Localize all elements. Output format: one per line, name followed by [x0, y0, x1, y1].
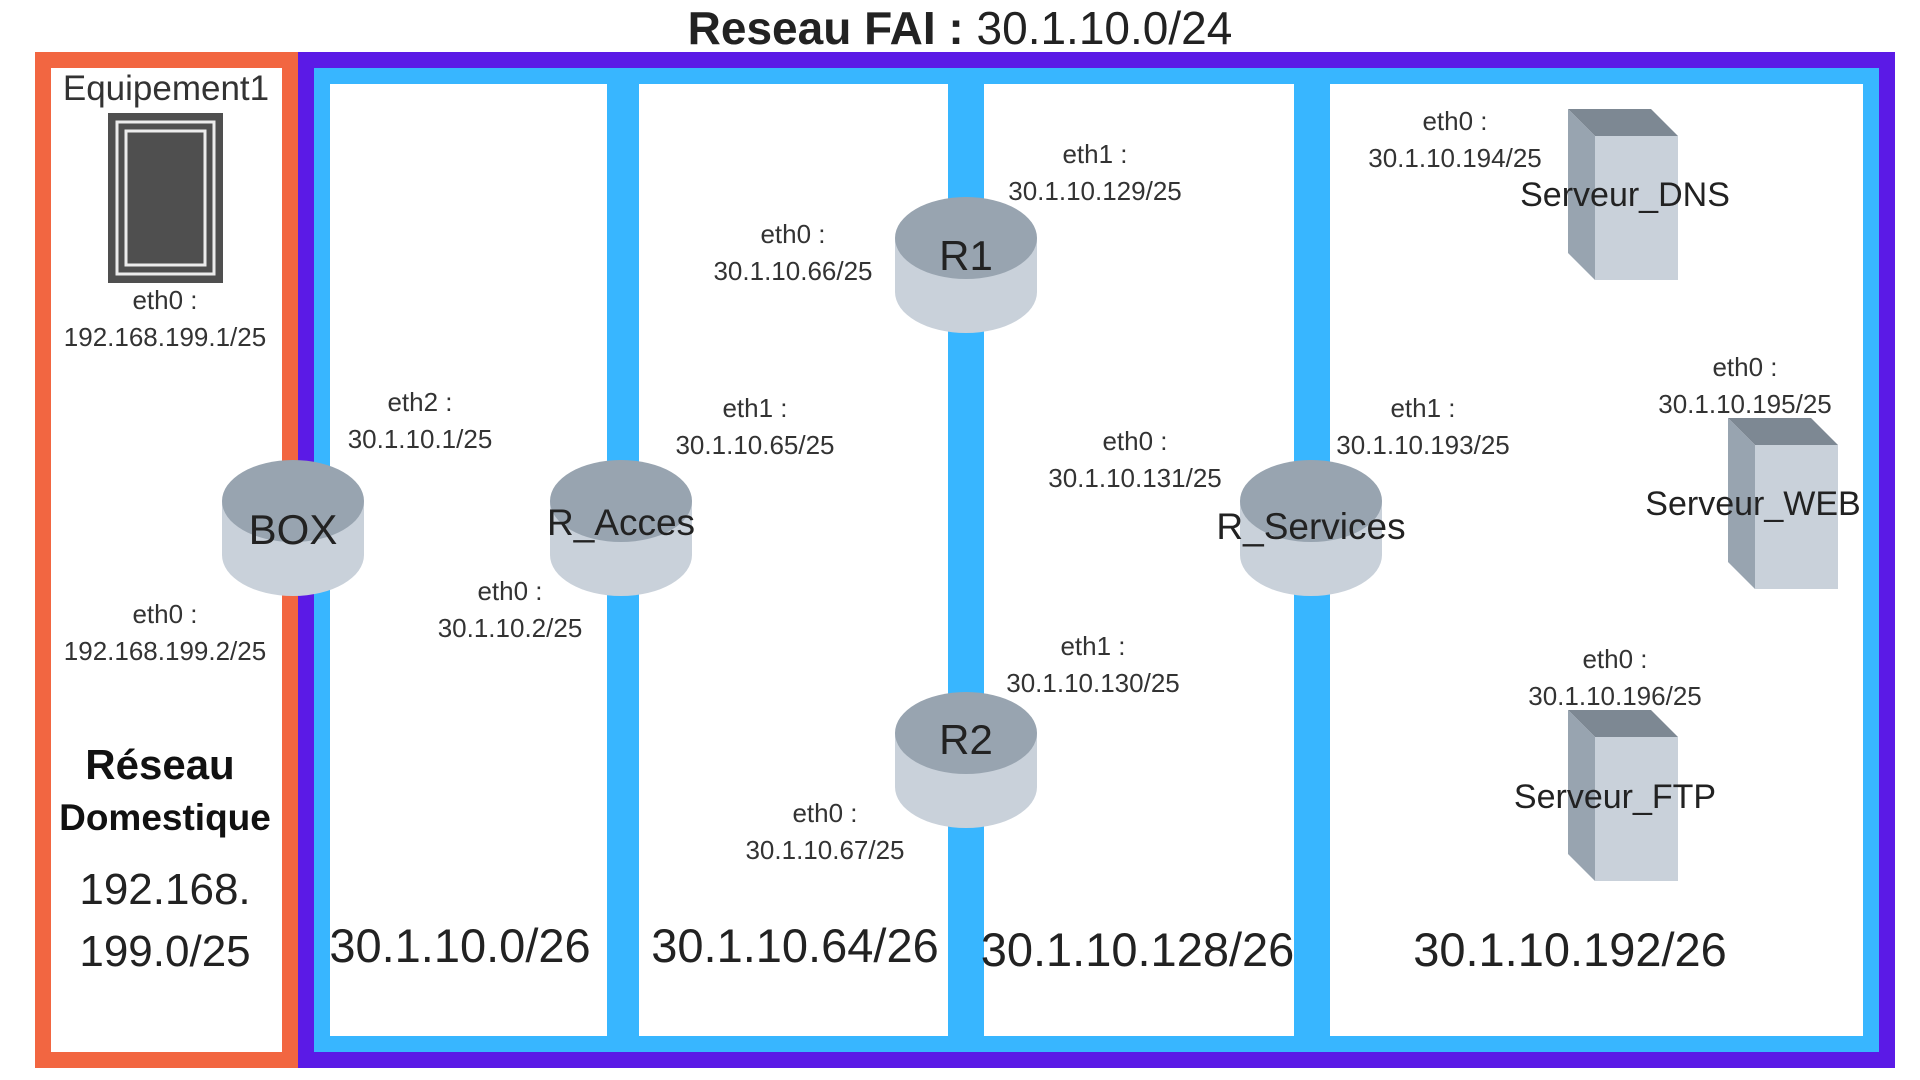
- dns-server-name: Serveur_DNS: [1520, 176, 1730, 214]
- subnet-label-4: 30.1.10.192/26: [1413, 923, 1727, 976]
- r2-eth1-name: eth1 :: [1060, 631, 1126, 661]
- r1-eth1-name: eth1 :: [1062, 139, 1128, 169]
- equipement1-eth0-name: eth0 :: [132, 285, 198, 315]
- r2-eth0-ip: 30.1.10.67/25: [745, 835, 905, 865]
- isp-link-frame: [314, 68, 1879, 1052]
- dns-eth0-name: eth0 :: [1422, 106, 1488, 136]
- title-bold: Reseau FAI :: [687, 2, 964, 54]
- box-eth0-ip: 192.168.199.2/25: [63, 636, 267, 666]
- r2-router-icon: [895, 692, 1037, 828]
- subnet-label-1: 30.1.10.0/26: [329, 919, 591, 972]
- home-network-title-line2: Domestique: [59, 797, 271, 838]
- home-network-title-line1: Réseau: [85, 741, 235, 788]
- r-services-eth1-ip: 30.1.10.193/25: [1336, 430, 1510, 460]
- r-acces-eth1-name: eth1 :: [722, 393, 788, 423]
- diagram-title: Reseau FAI : 30.1.10.0/24: [0, 2, 1920, 54]
- r1-eth0-name: eth0 :: [760, 219, 826, 249]
- web-server-name: Serveur_WEB: [1645, 485, 1861, 523]
- r1-eth0-ip: 30.1.10.66/25: [713, 256, 873, 286]
- isp-network-frame: [298, 52, 1895, 1068]
- r-acces-eth0-name: eth0 :: [477, 576, 543, 606]
- r2-router-name: R2: [939, 716, 993, 763]
- r-acces-eth0-ip: 30.1.10.2/25: [437, 613, 583, 643]
- ftp-server-icon: [1568, 710, 1678, 881]
- web-server-icon: [1728, 418, 1838, 589]
- equipement1-eth0-ip: 192.168.199.1/25: [63, 322, 267, 352]
- r2-eth1-ip: 30.1.10.130/25: [1006, 668, 1180, 698]
- box-eth0-name: eth0 :: [132, 599, 198, 629]
- ftp-eth0-name: eth0 :: [1582, 644, 1648, 674]
- r-services-eth0-name: eth0 :: [1102, 426, 1168, 456]
- home-subnet-line2: 199.0/25: [79, 927, 251, 976]
- home-subnet-line1: 192.168.: [79, 865, 251, 914]
- r-services-eth0-ip: 30.1.10.131/25: [1048, 463, 1222, 493]
- dns-server-icon: [1568, 109, 1678, 280]
- dns-eth0-ip: 30.1.10.194/25: [1368, 143, 1542, 173]
- equipement1-icon: [108, 113, 223, 283]
- r-services-router-name: R_Services: [1216, 506, 1406, 547]
- r-acces-router-icon: [550, 460, 692, 596]
- box-eth2-name: eth2 :: [387, 387, 453, 417]
- ftp-server-name: Serveur_FTP: [1513, 778, 1717, 816]
- r-services-eth1-name: eth1 :: [1390, 393, 1456, 423]
- r-acces-eth1-ip: 30.1.10.65/25: [675, 430, 835, 460]
- title-network: 30.1.10.0/24: [976, 2, 1233, 54]
- box-router-icon: [222, 460, 364, 596]
- r1-router-icon: [895, 197, 1037, 333]
- box-eth2-ip: 30.1.10.1/25: [347, 424, 493, 454]
- r1-eth1-ip: 30.1.10.129/25: [1008, 176, 1182, 206]
- web-eth0-ip: 30.1.10.195/25: [1658, 389, 1832, 419]
- subnet-label-3: 30.1.10.128/26: [980, 923, 1295, 976]
- box-router-name: BOX: [248, 506, 338, 553]
- r-services-router-icon: [1240, 460, 1382, 596]
- web-eth0-name: eth0 :: [1712, 352, 1778, 382]
- subnet-label-2: 30.1.10.64/26: [651, 919, 939, 972]
- ftp-eth0-ip: 30.1.10.196/25: [1528, 681, 1702, 711]
- r-acces-router-name: R_Acces: [546, 502, 696, 543]
- equipement1-label: Equipement1: [62, 69, 270, 108]
- r1-router-name: R1: [939, 232, 993, 279]
- r2-eth0-name: eth0 :: [792, 798, 858, 828]
